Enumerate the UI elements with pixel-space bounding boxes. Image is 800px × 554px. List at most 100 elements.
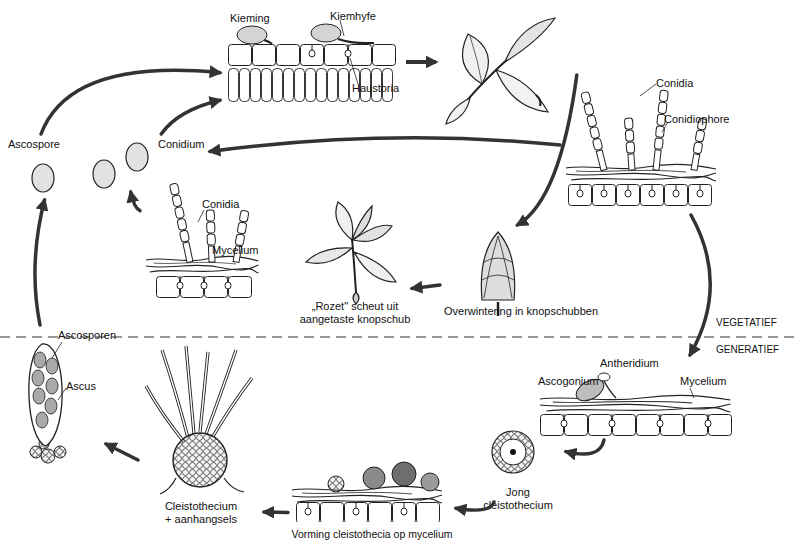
leader-line	[340, 20, 344, 36]
illustration-path	[212, 378, 252, 438]
illustration-path	[470, 36, 482, 84]
haustorium	[225, 276, 231, 289]
haustorium	[601, 184, 607, 197]
stage-label: Ascogonium	[538, 375, 599, 388]
illustration-path	[162, 350, 188, 438]
illustration-path	[200, 352, 208, 432]
epidermis-cells	[156, 276, 252, 298]
illustration-g	[228, 44, 396, 66]
conidia-chain	[581, 91, 608, 171]
stage-label: Cleistothecium + aanhangsels	[162, 500, 240, 526]
illustration-ellipse	[46, 358, 58, 374]
haustorium	[353, 502, 359, 515]
illustration-path	[162, 350, 188, 438]
illustration-circle	[492, 431, 534, 473]
stage-node: AscosporenAscus	[18, 325, 106, 465]
phase-label: VEGETATIEF	[716, 316, 777, 329]
conidia-chain	[652, 90, 668, 170]
cycle-arrow	[106, 444, 138, 460]
stage-label: Kieming	[230, 12, 270, 25]
hyphae	[292, 486, 442, 503]
stage-node: ConidiaMycelium	[140, 198, 260, 304]
illustration-path	[352, 238, 356, 292]
illustration-g	[568, 184, 712, 206]
haustorium	[697, 184, 703, 197]
cycle-arrow	[35, 200, 45, 325]
germ-tube	[264, 40, 272, 44]
illustration-ellipse	[46, 378, 58, 394]
stage-label: Mycelium	[212, 244, 258, 257]
stage-label: „Rozet" scheut uit aangetaste knopschub	[298, 300, 412, 326]
rosette-shoot	[306, 202, 396, 304]
haustorium	[705, 414, 711, 427]
illustration-g	[146, 346, 252, 442]
illustration-g	[169, 183, 193, 263]
stage-label: Ascus	[66, 380, 96, 393]
illustration-g	[146, 256, 259, 273]
haustorium	[577, 184, 583, 197]
conidiophore-scene	[566, 84, 716, 206]
conidia-chain	[169, 183, 193, 263]
antheridium	[598, 373, 610, 381]
cycle-arrow	[412, 285, 440, 288]
phase-divider	[0, 336, 800, 337]
haustorium	[561, 414, 567, 427]
illustration-path	[536, 95, 541, 106]
illustration-circle	[173, 433, 227, 487]
haustorium	[649, 184, 655, 197]
illustration-path	[484, 236, 498, 298]
stage-node: Ascospore	[6, 134, 76, 200]
illustration-circle	[500, 439, 526, 465]
cycle-arrow	[131, 192, 140, 211]
stage-label: Antheridium	[600, 357, 659, 370]
haustorium	[657, 414, 663, 427]
illustration-ellipse	[32, 370, 44, 386]
illustration-ellipse	[45, 398, 57, 414]
stage-node: Vorming cleistothecia op mycelium	[288, 462, 456, 546]
illustration-path	[481, 232, 514, 300]
stage-label: Conidia	[202, 198, 239, 211]
epidermis-cells	[296, 502, 440, 522]
cycle-arrow	[210, 138, 560, 152]
illustration-path	[186, 346, 194, 434]
illustration-circle	[328, 476, 344, 492]
conidium	[126, 143, 148, 171]
illustration-path	[462, 34, 488, 84]
stage-label: Jong cleistothecium	[470, 486, 566, 512]
cycle-arrow	[41, 70, 220, 134]
illustration-ellipse	[34, 352, 46, 368]
illustration-ellipse	[36, 412, 48, 428]
hyphae	[146, 256, 259, 273]
hyphae	[540, 395, 731, 412]
illustration-g	[624, 118, 636, 170]
stage-node: ConidiaConidiophore	[560, 75, 728, 215]
illustration-path	[336, 202, 353, 240]
stage-node: „Rozet" scheut uit aangetaste knopschub	[298, 200, 412, 336]
epidermis-cells	[568, 184, 712, 206]
conidium	[93, 160, 115, 188]
leader-line	[198, 210, 204, 222]
ascus	[29, 342, 66, 463]
hypha	[604, 381, 616, 398]
conidia-chain	[624, 118, 636, 170]
cycle-arrow	[161, 100, 220, 134]
illustration-path	[505, 18, 555, 62]
illustration-path	[160, 478, 244, 494]
epidermis-cells	[228, 44, 396, 66]
cycle-arrow	[566, 440, 604, 454]
haustorium	[401, 502, 407, 515]
haustorium	[345, 44, 351, 57]
germ-hypha	[338, 39, 374, 43]
leader-line	[350, 58, 358, 84]
haustorium	[309, 44, 315, 57]
cycle-arrow	[517, 75, 576, 225]
leader-line	[690, 388, 694, 398]
cleistothecia-formation	[292, 462, 442, 522]
spore	[311, 24, 341, 42]
stage-node: Overwintering in knopschubben	[440, 225, 612, 325]
mycelium-scene	[146, 183, 259, 298]
haustorium	[625, 184, 631, 197]
illustration-g	[540, 395, 731, 412]
